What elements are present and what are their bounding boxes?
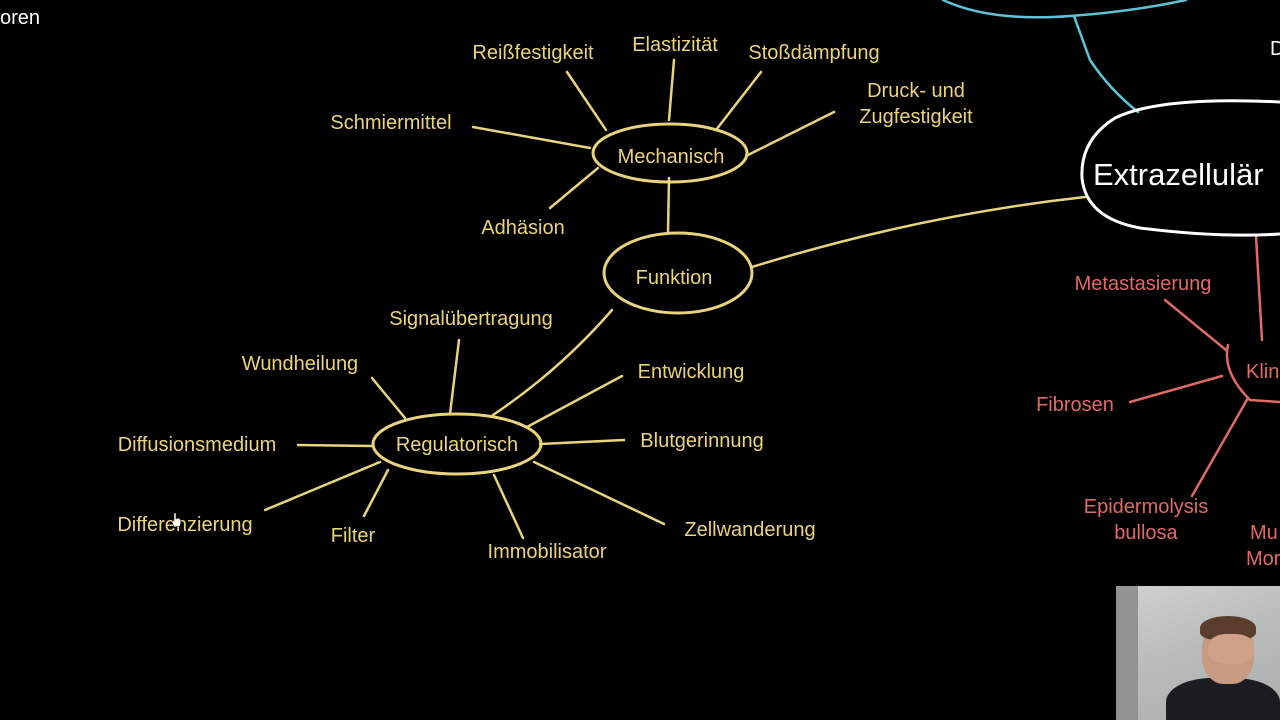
line-druck [746, 110, 836, 157]
klin-node-outline [1225, 343, 1280, 404]
center-node-outline [1080, 99, 1280, 237]
regulatorisch-node-label: Regulatorisch [396, 434, 518, 456]
line-mechanisch-funktion [666, 176, 671, 234]
leaf-schmiermittel: Schmiermittel [330, 112, 451, 134]
line-entwicklung [525, 374, 624, 429]
leaf-mu-line2: Mor [1246, 548, 1280, 570]
line-elastizitaet [667, 58, 676, 122]
line-fibrosen [1128, 374, 1224, 404]
hand-cursor-icon [171, 512, 182, 528]
line-zellwanderung [532, 460, 666, 526]
leaf-stossdaempfung: Stoßdämpfung [748, 42, 879, 64]
regulatorisch-node-outline [371, 412, 543, 476]
line-schmiermittel [471, 125, 592, 150]
corner-text-right: D [1270, 38, 1280, 60]
leaf-elastizitaet: Elastizität [632, 34, 718, 56]
line-blutgerinnung [538, 438, 626, 446]
webcam-person-hand [1208, 634, 1254, 664]
leaf-druck-line2: Zugfestigkeit [859, 106, 973, 128]
funktion-node-outline [602, 231, 754, 315]
leaf-reissfestigkeit: Reißfestigkeit [472, 42, 594, 64]
line-center-klin [1254, 234, 1264, 342]
corner-text-left: oren [0, 7, 40, 29]
line-signaluebertragung [448, 338, 461, 416]
line-epidermolysis [1190, 396, 1250, 498]
leaf-metastasierung: Metastasierung [1075, 273, 1212, 295]
line-immobilisator [492, 473, 525, 540]
line-reissfestigkeit [565, 70, 608, 132]
line-adhaesion [548, 166, 600, 210]
line-wundheilung [370, 376, 407, 420]
leaf-immobilisator: Immobilisator [488, 541, 607, 563]
leaf-druck-line1: Druck- und [867, 80, 965, 102]
line-diffusionsmedium [296, 443, 374, 448]
line-differenzierung [263, 460, 382, 512]
line-cyan-center [1072, 14, 1140, 114]
leaf-signaluebertragung: Signalübertragung [389, 308, 552, 330]
leaf-entwicklung: Entwicklung [638, 361, 745, 383]
klin-node-label: Klin [1246, 361, 1279, 383]
leaf-zellwanderung: Zellwanderung [684, 519, 815, 541]
leaf-blutgerinnung: Blutgerinnung [640, 430, 763, 452]
webcam-background-door [1116, 586, 1138, 720]
yellow-connectors [263, 58, 1087, 540]
line-stossdaempfung [714, 70, 763, 132]
webcam-overlay [1116, 586, 1280, 720]
leaf-diffusionsmedium: Diffusionsmedium [118, 434, 277, 456]
leaf-mu-line1: Mu [1250, 522, 1278, 544]
leaf-differenzierung: Differenzierung [117, 514, 252, 536]
line-funktion-center [750, 195, 1087, 269]
funktion-node-label: Funktion [636, 267, 713, 289]
leaf-fibrosen: Fibrosen [1036, 394, 1114, 416]
line-filter [362, 468, 390, 518]
cyan-node-outline [941, 0, 1188, 19]
red-connectors [1128, 234, 1280, 498]
leaf-epidermolysis-line1: Epidermolysis [1084, 496, 1208, 518]
mechanisch-node-label: Mechanisch [618, 146, 725, 168]
webcam-person-body [1166, 678, 1280, 720]
leaf-wundheilung: Wundheilung [242, 353, 358, 375]
leaf-epidermolysis-line2: bullosa [1114, 522, 1178, 544]
leaf-adhaesion: Adhäsion [481, 217, 564, 239]
line-metastasierung [1163, 298, 1228, 352]
center-node-label: Extrazellulär [1093, 157, 1264, 192]
mechanisch-node-outline [591, 122, 749, 184]
leaf-filter: Filter [331, 525, 376, 547]
cyan-connectors [941, 0, 1188, 114]
line-funktion-regulatorisch [491, 308, 614, 417]
